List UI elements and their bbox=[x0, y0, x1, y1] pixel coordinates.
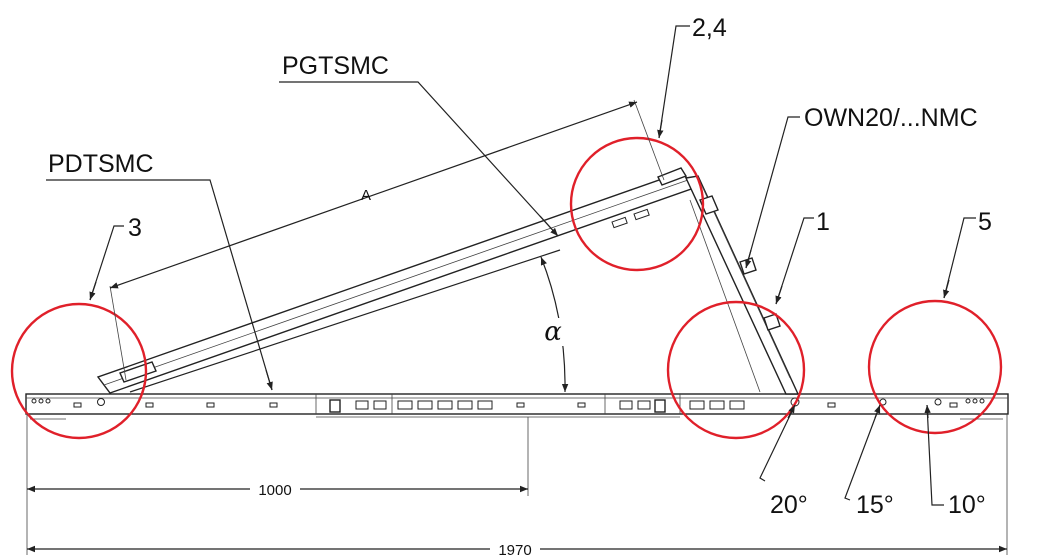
dimension-1000: 1000 bbox=[26, 414, 529, 499]
callout-circle-3 bbox=[10, 302, 148, 440]
callout-24-label: 2,4 bbox=[692, 14, 727, 42]
dimension-1970-label: 1970 bbox=[498, 542, 531, 559]
pgtsmc-label: PGTSMC bbox=[282, 52, 389, 80]
leader-24: 2,4 bbox=[657, 14, 727, 139]
leader-pgtsmc: PGTSMC bbox=[279, 52, 559, 237]
dimension-a-label: A bbox=[361, 187, 371, 204]
callout-5-label: 5 bbox=[978, 208, 992, 236]
callout-circle-1 bbox=[666, 300, 806, 440]
callout-circle-5 bbox=[867, 299, 1003, 435]
angle-10-label: 10° bbox=[948, 491, 986, 519]
alpha-label: α bbox=[544, 317, 562, 347]
base-rail bbox=[25, 393, 1009, 420]
dimension-a: A bbox=[109, 99, 665, 381]
angle-15-label: 15° bbox=[856, 491, 894, 519]
leader-5: 5 bbox=[943, 208, 992, 299]
pdtsmc-label: PDTSMC bbox=[48, 150, 154, 178]
callout-1-label: 1 bbox=[816, 208, 830, 236]
dimension-1970: 1970 bbox=[26, 414, 1008, 559]
leader-20: 20° bbox=[759, 404, 808, 519]
leader-15: 15° bbox=[844, 404, 894, 519]
leader-own20: OWN20/...NMC bbox=[745, 104, 978, 269]
leader-pdtsmc: PDTSMC bbox=[46, 150, 273, 391]
angle-20-label: 20° bbox=[770, 491, 808, 519]
leader-10: 10° bbox=[924, 404, 986, 519]
inclined-rail bbox=[96, 167, 696, 394]
leader-3: 3 bbox=[89, 214, 142, 301]
own20-label: OWN20/...NMC bbox=[804, 104, 978, 132]
dimension-1000-label: 1000 bbox=[258, 482, 291, 499]
leader-1: 1 bbox=[775, 208, 830, 305]
angle-alpha: α bbox=[538, 256, 569, 393]
callout-3-label: 3 bbox=[128, 214, 142, 242]
